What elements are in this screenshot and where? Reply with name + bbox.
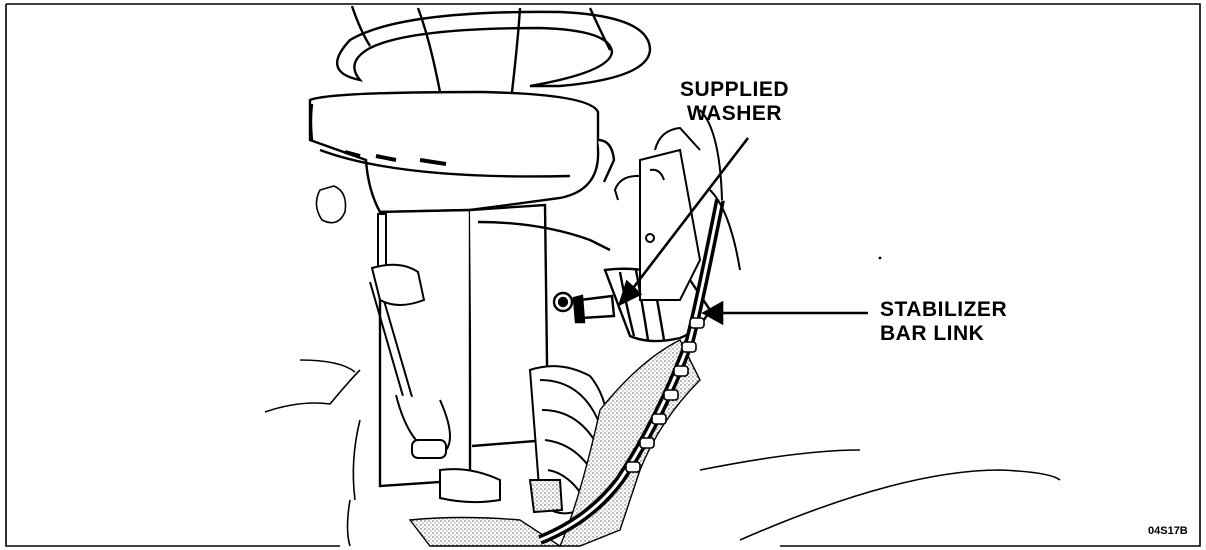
brake-hose bbox=[538, 199, 725, 545]
leader-lines bbox=[617, 137, 868, 326]
callout-line: BAR LINK bbox=[880, 321, 985, 345]
sensor-rod bbox=[369, 213, 501, 504]
callout-line: SUPPLIED bbox=[680, 78, 790, 101]
coil-spring bbox=[335, 5, 652, 93]
stray-dot bbox=[878, 256, 882, 260]
spring-seat bbox=[308, 90, 616, 214]
callout-line: STABILIZER bbox=[880, 298, 1008, 321]
callout-line: WASHER bbox=[686, 101, 783, 125]
background-outlines bbox=[264, 185, 1061, 547]
upper-bracket bbox=[613, 109, 741, 301]
figure-frame bbox=[5, 3, 1201, 547]
figure-id: 04S17B bbox=[1148, 525, 1188, 537]
callout-stabilizer-bar-link: STABILIZER BAR LINK bbox=[880, 298, 1007, 345]
callout-supplied-washer: SUPPLIED WASHER bbox=[680, 78, 789, 125]
